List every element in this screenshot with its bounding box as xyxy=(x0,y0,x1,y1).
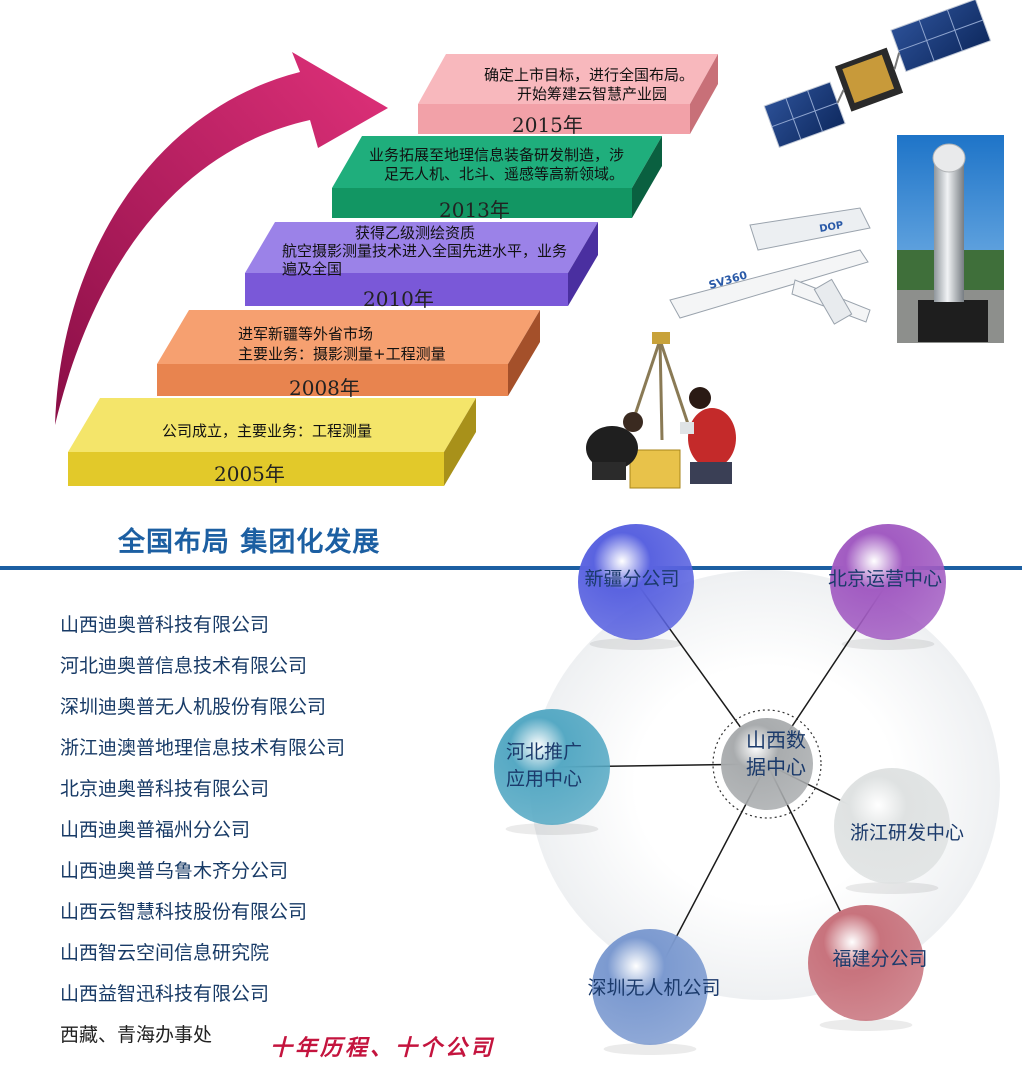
node-label-fujian: 福建分公司 xyxy=(832,948,928,970)
timeline-steps xyxy=(68,54,718,486)
timeline-step xyxy=(157,310,540,396)
step-top-face xyxy=(245,222,598,273)
step-2015-year: 2015年 xyxy=(512,113,583,137)
center-ring xyxy=(712,709,822,819)
network-node-xinjiang xyxy=(578,524,694,640)
slogan: 十年历程、十个公司 xyxy=(270,1035,496,1061)
step-2005-description: 公司成立，主要业务：工程测量 xyxy=(162,422,373,440)
section-title: 全国布局 集团化发展 xyxy=(118,527,381,558)
step-top-face xyxy=(332,136,662,188)
node-label-center: 山西数 据中心 xyxy=(746,728,806,779)
step-2010-year: 2010年 xyxy=(363,287,434,311)
node-label-shenzhen: 深圳无人机公司 xyxy=(587,977,721,999)
timeline-step xyxy=(245,222,598,306)
uav-picture: SV360 DOP xyxy=(669,207,871,325)
network-nodes xyxy=(494,524,950,1055)
company-item: 北京迪奥普科技有限公司 xyxy=(60,778,270,800)
section-divider xyxy=(0,566,1022,570)
step-top-face xyxy=(68,398,476,452)
company-item: 山西迪奥普科技有限公司 xyxy=(60,614,270,636)
node-shadow xyxy=(845,882,939,894)
step-2010-description: 获得乙级测绘资质 航空摄影测量技术进入全国先进水平，业务 遍及全国 xyxy=(282,224,568,278)
node-shadow xyxy=(505,823,599,835)
company-item: 山西迪奥普乌鲁木齐分公司 xyxy=(60,860,289,882)
timeline-step xyxy=(418,54,718,134)
step-front-face xyxy=(68,452,444,486)
step-side-face xyxy=(444,398,476,486)
step-side-face xyxy=(690,54,718,134)
step-side-face xyxy=(508,310,540,396)
company-item: 山西智云空间信息研究院 xyxy=(60,942,270,964)
step-2013-year: 2013年 xyxy=(439,198,510,222)
timeline-step xyxy=(68,398,476,486)
timeline-step xyxy=(332,136,662,218)
node-label-zhejiang: 浙江研发中心 xyxy=(849,822,964,844)
network-node-fujian xyxy=(808,905,924,1021)
network-node-hebei xyxy=(494,709,610,825)
node-label-beijing: 北京运营中心 xyxy=(827,568,942,590)
step-front-face xyxy=(418,104,690,134)
network-node-zhejiang xyxy=(834,768,950,884)
company-item: 深圳迪奥普无人机股份有限公司 xyxy=(60,696,327,718)
step-front-face xyxy=(332,188,632,218)
satellite-picture xyxy=(763,0,992,149)
node-shadow xyxy=(589,638,683,650)
growth-arrow xyxy=(55,52,388,425)
step-side-face xyxy=(568,222,598,306)
svg-text:DOP: DOP xyxy=(819,220,845,235)
company-item: 浙江迪澳普地理信息技术有限公司 xyxy=(60,737,346,759)
step-2008-description: 进军新疆等外省市场 主要业务：摄影测量+工程测量 xyxy=(238,325,446,363)
network-node-beijing xyxy=(830,524,946,640)
step-front-face xyxy=(245,273,568,306)
surveyors-picture xyxy=(586,332,736,489)
network-node-shenzhen xyxy=(592,929,708,1045)
step-top-face xyxy=(157,310,540,364)
step-2015-description: 确定上市目标，进行全国布局。 开始筹建云智慧产业园 xyxy=(484,66,695,103)
node-label-hebei: 河北推广 应用中心 xyxy=(505,741,582,790)
node-shadow xyxy=(603,1043,697,1055)
node-label-xinjiang: 新疆分公司 xyxy=(584,568,680,590)
company-item: 河北迪奥普信息技术有限公司 xyxy=(60,655,308,677)
step-top-face xyxy=(418,54,718,104)
company-item: 山西云智慧科技股份有限公司 xyxy=(60,901,308,923)
company-item: 西藏、青海办事处 xyxy=(60,1024,213,1046)
step-2005-year: 2005年 xyxy=(214,462,285,486)
antenna-pole-picture xyxy=(897,135,1004,343)
network-node-center xyxy=(721,718,813,810)
node-shadow xyxy=(841,638,935,650)
step-side-face xyxy=(632,136,662,218)
step-2013-description: 业务拓展至地理信息装备研发制造，涉 足无人机、北斗、遥感等高新领域。 xyxy=(369,146,625,183)
step-2008-year: 2008年 xyxy=(289,376,360,400)
company-item: 山西迪奥普福州分公司 xyxy=(60,819,251,841)
company-item: 山西益智迅科技有限公司 xyxy=(60,983,270,1005)
node-shadow xyxy=(819,1019,913,1031)
company-list: 山西迪奥普科技有限公司 河北迪奥普信息技术有限公司 深圳迪奥普无人机股份有限公司… xyxy=(60,610,345,1061)
step-front-face xyxy=(157,364,508,396)
